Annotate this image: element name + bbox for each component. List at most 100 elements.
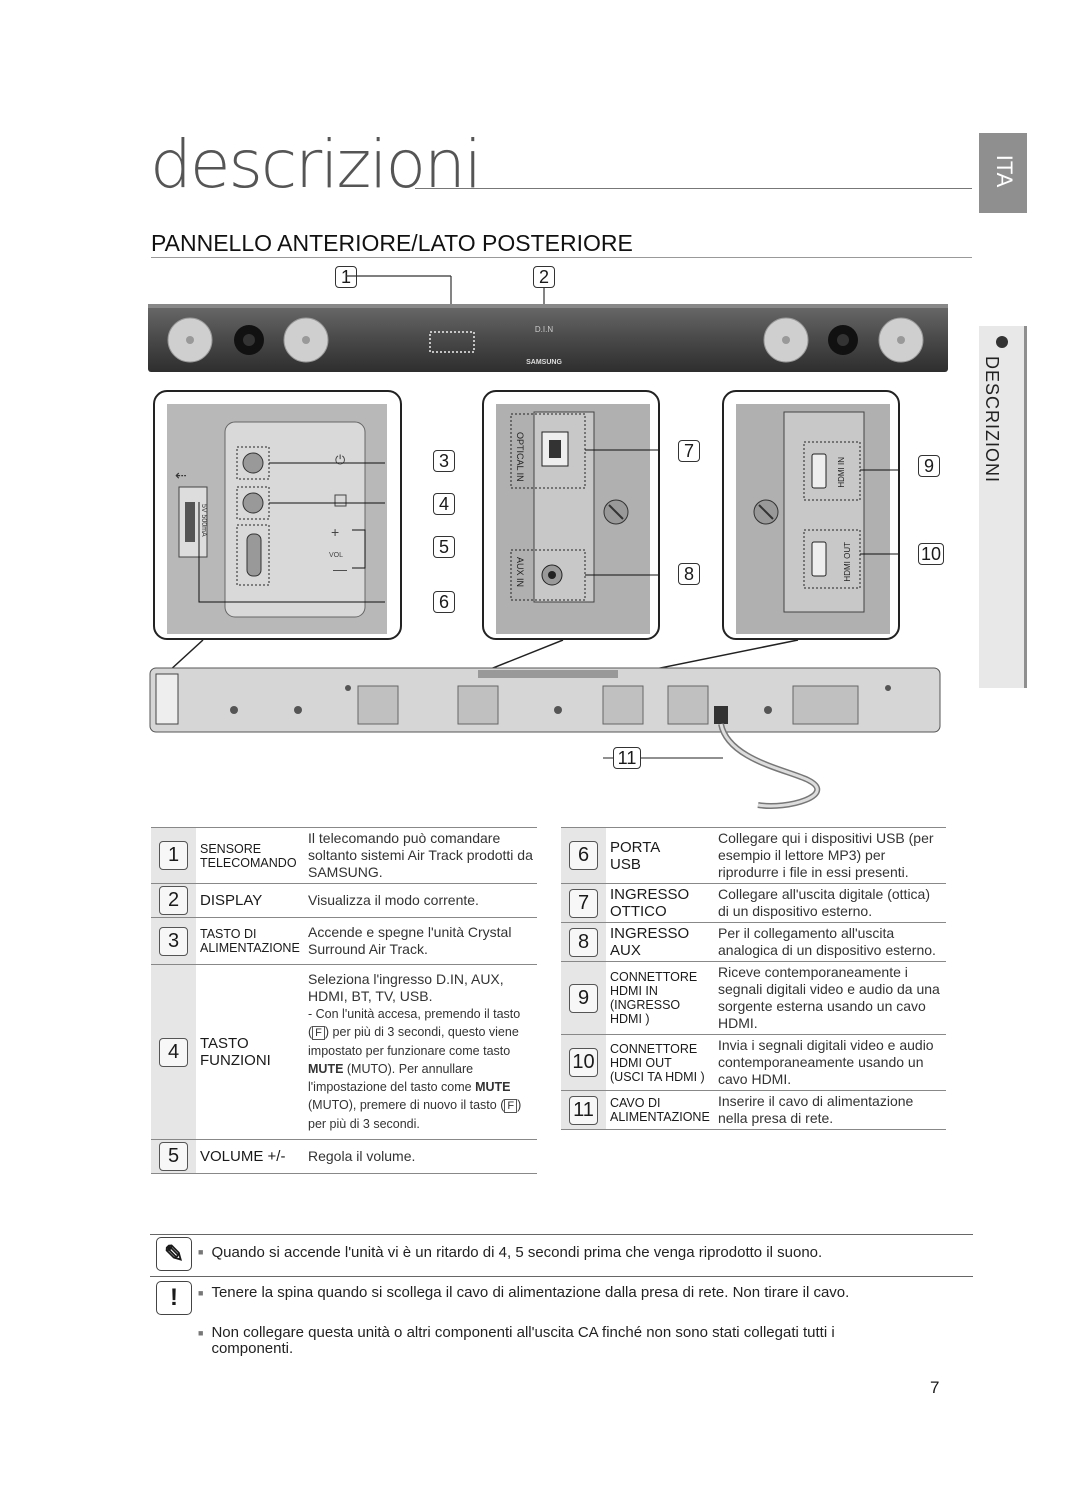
row-description: Invia i segnali digitali video e audio c… [714,1034,946,1091]
callout-4: 4 [433,493,455,515]
row-label: SENSORE [200,841,262,856]
table-row: 7 INGRESSO OTTICO Collegare all'uscita d… [561,883,946,923]
callout-3: 3 [433,450,455,472]
table-row: 8 INGRESSO AUX Per il collegamento all'u… [561,922,946,962]
table-row: 2 DISPLAY Visualizza il modo corrente. [151,883,537,918]
side-panel-detail: 5V 500mA ⇠ ⏻ + VOL — [153,390,402,640]
note-section: ✎ ■Quando si accende l'unità vi è un rit… [150,1234,973,1275]
left-description-table: 1 SENSORE TELECOMANDO Il telecomando può… [151,827,537,1174]
row-label: USB [610,855,641,873]
callout-10: 10 [918,543,944,565]
row-label: CONNETTORE [610,1041,698,1056]
row-label: OTTICO [610,903,667,920]
row-label: TELECOMANDO [200,855,297,870]
row-label: TASTO DI [200,927,257,941]
row-label: HDMI ) [610,1012,650,1026]
row-number: 8 [569,927,598,957]
row-label: DISPLAY [196,883,304,918]
row-number: 6 [569,841,598,870]
callout-9: 9 [918,455,940,477]
language-tab: ITA [979,133,1027,213]
row-description: Riceve contemporaneamente i segnali digi… [714,961,946,1035]
page-number: 7 [930,1378,940,1397]
note-pencil-icon: ✎ [156,1237,192,1271]
row-number: 5 [159,1142,188,1171]
usb-icon: ⇠ [175,467,187,483]
aux-in-label: AUX IN [515,557,525,587]
row-number: 9 [569,983,598,1013]
row-description: Collegare all'uscita digitale (ottica) d… [714,883,946,923]
rear-hdmi-detail: HDMI IN HDMI OUT [722,390,900,640]
brand-logo: SAMSUNG [526,359,562,366]
section-heading: PANNELLO ANTERIORE/LATO POSTERIORE [151,230,633,256]
rear-audio-inputs-detail: OPTICAL IN AUX IN [482,390,660,640]
table-row: 1 SENSORE TELECOMANDO Il telecomando può… [151,827,537,884]
row-description: Per il collegamento all'uscita analogica… [714,922,946,962]
language-label: ITA [992,154,1017,188]
row-label: INGRESSO [610,886,690,903]
hdmi-in-label: HDMI IN [837,457,846,488]
callout-5: 5 [433,536,455,558]
row-number: 4 [159,1037,188,1067]
row-label: ALIMENTAZIONE [610,1110,710,1124]
optical-in-label: OPTICAL IN [515,432,525,482]
page-title: descrizioni [150,126,482,203]
row-label: (INGRESSO [610,998,681,1012]
hdmi-out-label: HDMI OUT [843,542,852,582]
speaker-grille-icon [167,317,924,363]
function-key-icon: F [312,1026,325,1040]
table-row: 5 VOLUME +/- Regola il volume. [151,1139,537,1174]
caution-section: ! ■Tenere la spina quando si scollega il… [150,1276,973,1367]
callout-8: 8 [678,563,700,585]
row-description: Il telecomando può comandare soltanto si… [304,827,537,884]
row-label: PORTA [610,838,661,856]
chapter-tab: DESCRIZIONI [979,326,1027,688]
chapter-label: DESCRIZIONI [982,356,1002,484]
row-description: Visualizza il modo corrente. [304,883,537,918]
table-row: 3 TASTO DI ALIMENTAZIONE Accende e spegn… [151,917,537,965]
table-row: 4 TASTO FUNZIONI Seleziona l'ingresso D.… [151,964,537,1140]
callout-7: 7 [678,440,700,462]
title-rule [415,188,972,189]
row-label: FUNZIONI [200,1052,271,1069]
row-label: VOLUME +/- [196,1139,304,1174]
row-description: Collegare qui i dispositivi USB (per ese… [714,827,946,884]
table-row: 6 PORTA USB Collegare qui i dispositivi … [561,827,946,884]
chapter-dot-icon [996,336,1008,348]
function-key-note: - Con l'unità accesa, premendo il tasto … [308,1007,522,1131]
callout-11: 11 [613,747,641,769]
heading-rule [151,257,972,258]
front-display-text: D.I.N [535,325,553,334]
row-label: INGRESSO [610,925,690,942]
table-row: 10 CONNETTORE HDMI OUT (USCI TA HDMI ) I… [561,1034,946,1091]
row-number: 11 [569,1095,598,1125]
bullet-icon: ■ [198,1328,204,1338]
row-number: 7 [569,888,598,918]
row-description: Seleziona l'ingresso D.IN, AUX, HDMI, BT… [308,971,504,1004]
row-number: 1 [159,841,188,870]
row-label: AUX [610,942,641,959]
bullet-icon: ■ [198,1247,204,1257]
svg-text:+: + [331,524,339,540]
row-label: CAVO DI [610,1096,661,1110]
table-row: 9 CONNETTORE HDMI IN (INGRESSO HDMI ) Ri… [561,961,946,1035]
svg-text:—: — [333,561,347,577]
right-description-table: 6 PORTA USB Collegare qui i dispositivi … [561,827,946,1130]
row-description: Inserire il cavo di alimentazione nella … [714,1090,946,1130]
row-label: HDMI IN [610,984,658,998]
row-label: (USCI TA HDMI ) [610,1069,705,1084]
front-panel-diagram: D.I.N SAMSUNG [148,275,948,372]
caution-text: Non collegare questa unità o altri compo… [211,1324,835,1357]
row-label: HDMI OUT [610,1055,672,1070]
callout-1: 1 [335,266,357,288]
table-row: 11 CAVO DI ALIMENTAZIONE Inserire il cav… [561,1090,946,1130]
row-number: 3 [159,926,188,956]
row-number: 2 [159,886,188,915]
callout-6: 6 [433,591,455,613]
usb-rating-label: 5V 500mA [200,504,207,537]
row-number: 10 [569,1048,598,1077]
function-key-icon: F [504,1099,518,1113]
rear-panel-diagram [149,640,941,809]
row-description: Accende e spegne l'unità Crystal Surroun… [304,917,537,965]
caution-exclamation-icon: ! [156,1281,192,1315]
